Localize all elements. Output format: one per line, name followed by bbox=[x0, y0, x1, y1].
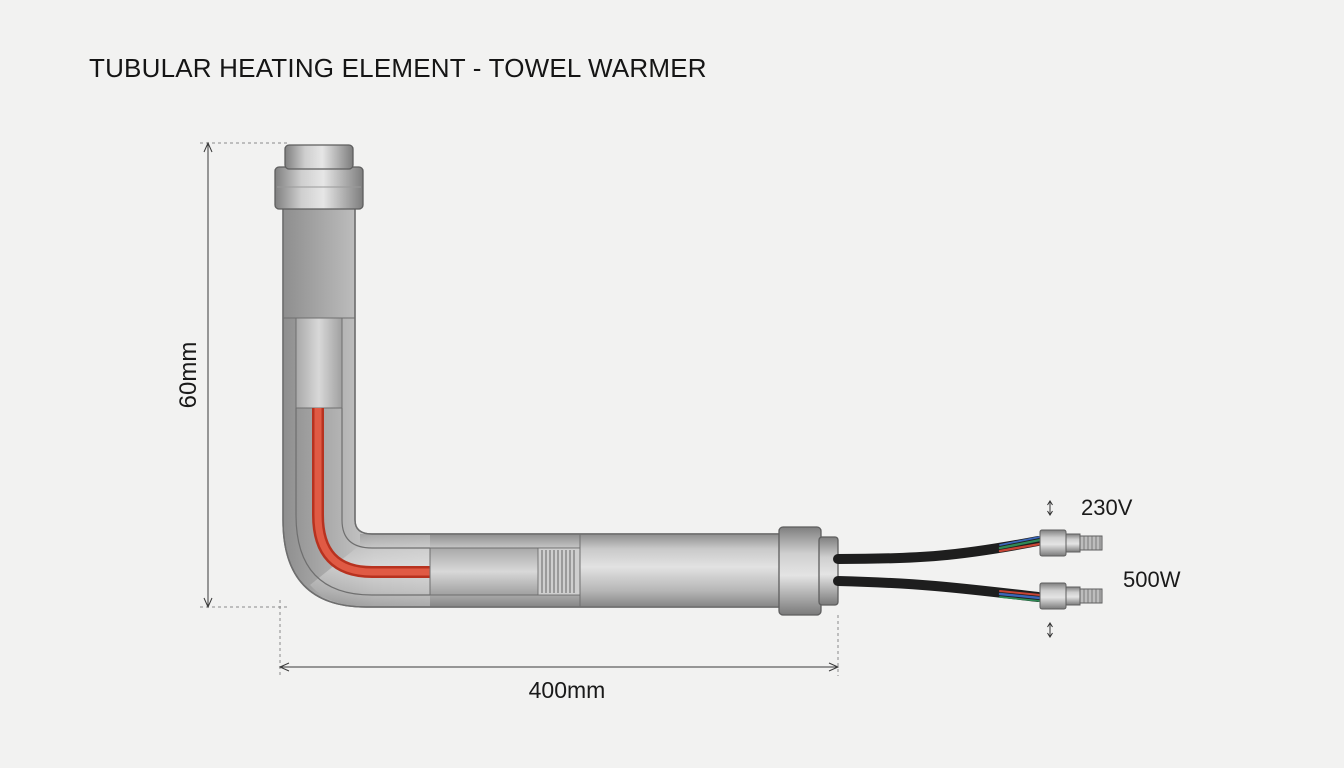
length-dimension bbox=[278, 600, 840, 676]
power-cables bbox=[833, 536, 1043, 602]
terminal-arrow-marks bbox=[1047, 500, 1053, 638]
power-label: 500W bbox=[1123, 567, 1181, 592]
voltage-label: 230V bbox=[1081, 495, 1133, 520]
length-label: 400mm bbox=[529, 677, 606, 703]
page-title: TUBULAR HEATING ELEMENT - TOWEL WARMER bbox=[89, 53, 707, 83]
end-collar bbox=[778, 526, 839, 616]
tube-body bbox=[282, 204, 791, 608]
height-label: 60mm bbox=[175, 342, 202, 409]
inner-sleeve-vertical bbox=[295, 317, 343, 409]
top-cap bbox=[274, 144, 364, 210]
terminal-top bbox=[1039, 529, 1103, 557]
terminal-bottom bbox=[1039, 582, 1103, 610]
coil-winding bbox=[537, 547, 581, 596]
height-dimension bbox=[200, 141, 290, 609]
